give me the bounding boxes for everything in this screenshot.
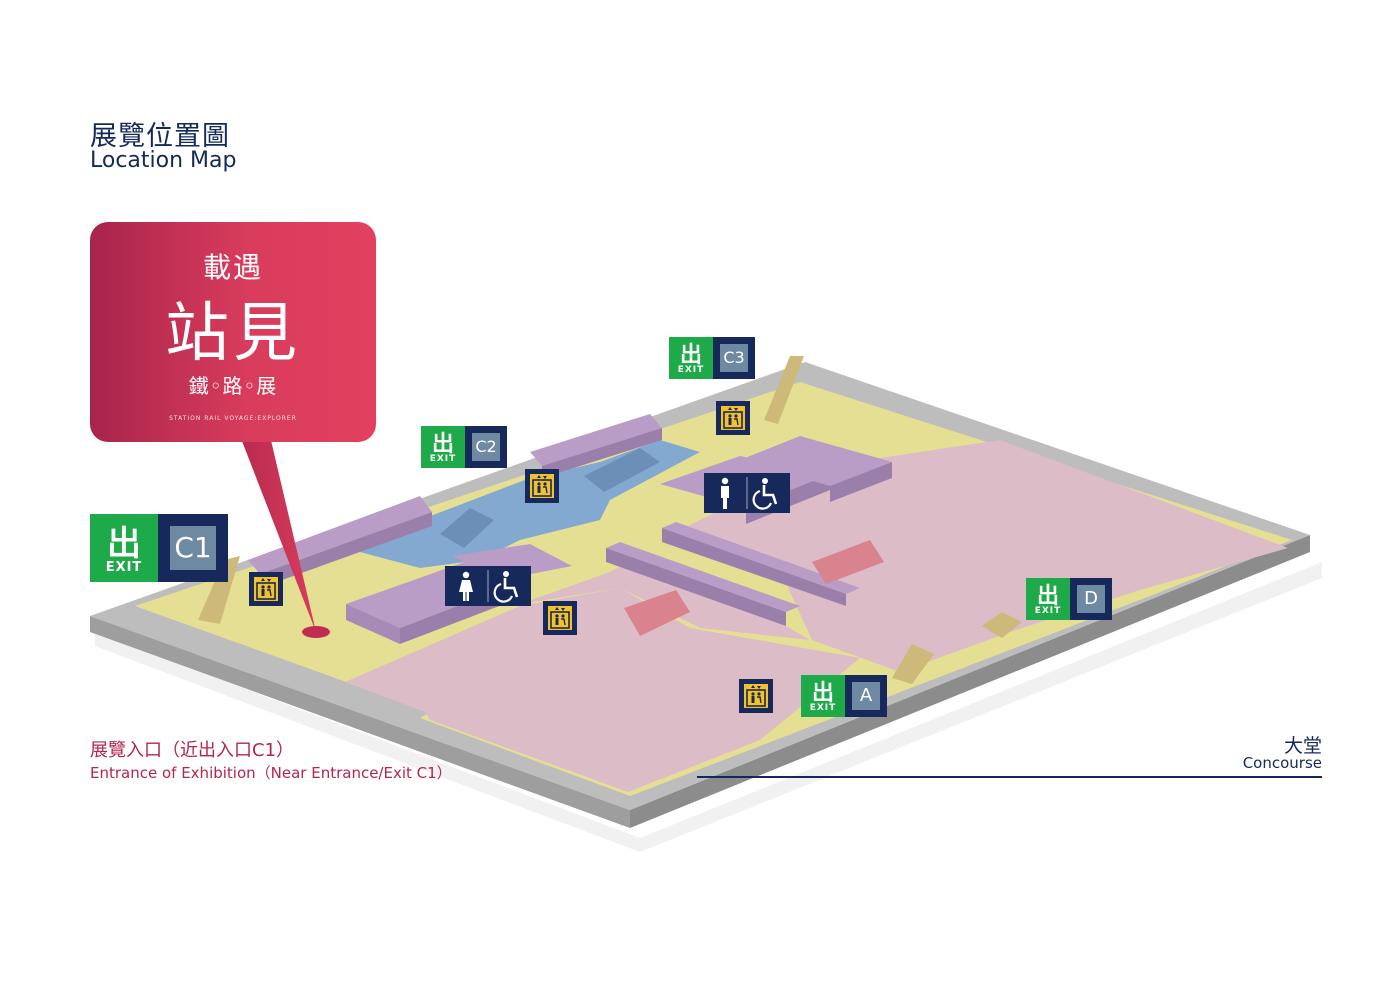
exit-c2-code: C2 (472, 433, 500, 461)
accessible-toilet-icon (752, 478, 778, 510)
lift-icon (716, 401, 750, 435)
toilet-sign-left (445, 566, 531, 606)
exit-word: EXIT (1034, 606, 1062, 616)
callout-pointer (240, 436, 316, 632)
exit-d-green: 出 EXIT (1026, 578, 1070, 620)
exit-icon: 出 (811, 681, 834, 706)
exit-icon: 出 (1036, 584, 1059, 609)
exit-c3-label: C3 (713, 337, 755, 379)
concourse-label-en: Concourse (1242, 754, 1322, 772)
entrance-label-zh: 展覽入口（近出入口C1） (90, 740, 295, 761)
escalators (198, 356, 1022, 684)
floor-area-pink-right (660, 440, 1288, 672)
exit-a-label: A (845, 675, 887, 717)
exhibition-callout: 載遇 站見 鐵◦路◦展 STATION RAIL VOYAGE:EXPLORER (90, 222, 376, 442)
toilet-sign-right (704, 473, 790, 513)
floor-slab-left-side (90, 616, 630, 828)
exit-word: EXIT (429, 454, 457, 464)
brand-line-2: 站見 (165, 297, 301, 371)
lift-icon (525, 469, 559, 503)
exit-icon: 出 (107, 524, 141, 564)
female-toilet-icon (459, 571, 473, 601)
exit-icon: 出 (431, 432, 454, 457)
accessible-toilet-icon (493, 571, 519, 603)
exit-c3-green: 出 EXIT (669, 337, 713, 379)
entrance-label-en: Entrance of Exhibition（Near Entrance/Exi… (90, 764, 452, 782)
lift-icon (249, 572, 283, 606)
exit-word: EXIT (809, 703, 837, 713)
entrance-marker-icon (302, 626, 330, 638)
lift-icon (739, 679, 773, 713)
concourse-underline (697, 776, 1322, 778)
page-title-en: Location Map (90, 148, 237, 173)
floor-area-pink-left (345, 588, 860, 792)
exit-a-code: A (852, 682, 880, 710)
brand-line-1: 載遇 (202, 251, 263, 284)
exit-c1-label: C1 (158, 514, 228, 582)
floor-slab-right-side (630, 535, 1310, 828)
exit-d-label: D (1070, 578, 1112, 620)
exit-word: EXIT (677, 365, 705, 375)
lift-icon (543, 601, 577, 635)
brand-line-3: 鐵◦路◦展 (188, 374, 278, 398)
exit-c2-label: C2 (465, 426, 507, 468)
exit-c2-green: 出 EXIT (421, 426, 465, 468)
exit-c3-code: C3 (720, 344, 748, 372)
exit-d-code: D (1077, 585, 1105, 613)
exit-c1-green: 出 EXIT (90, 514, 158, 582)
page-title-zh: 展覽位置圖 (90, 121, 230, 152)
male-toilet-icon (721, 477, 729, 509)
exit-c1-code: C1 (170, 526, 216, 570)
exit-word: EXIT (105, 560, 143, 575)
exit-a-green: 出 EXIT (801, 675, 845, 717)
exit-icon: 出 (679, 343, 702, 368)
concourse-label-zh: 大堂 (1283, 735, 1322, 757)
brand-subtitle: STATION RAIL VOYAGE:EXPLORER (169, 415, 297, 422)
